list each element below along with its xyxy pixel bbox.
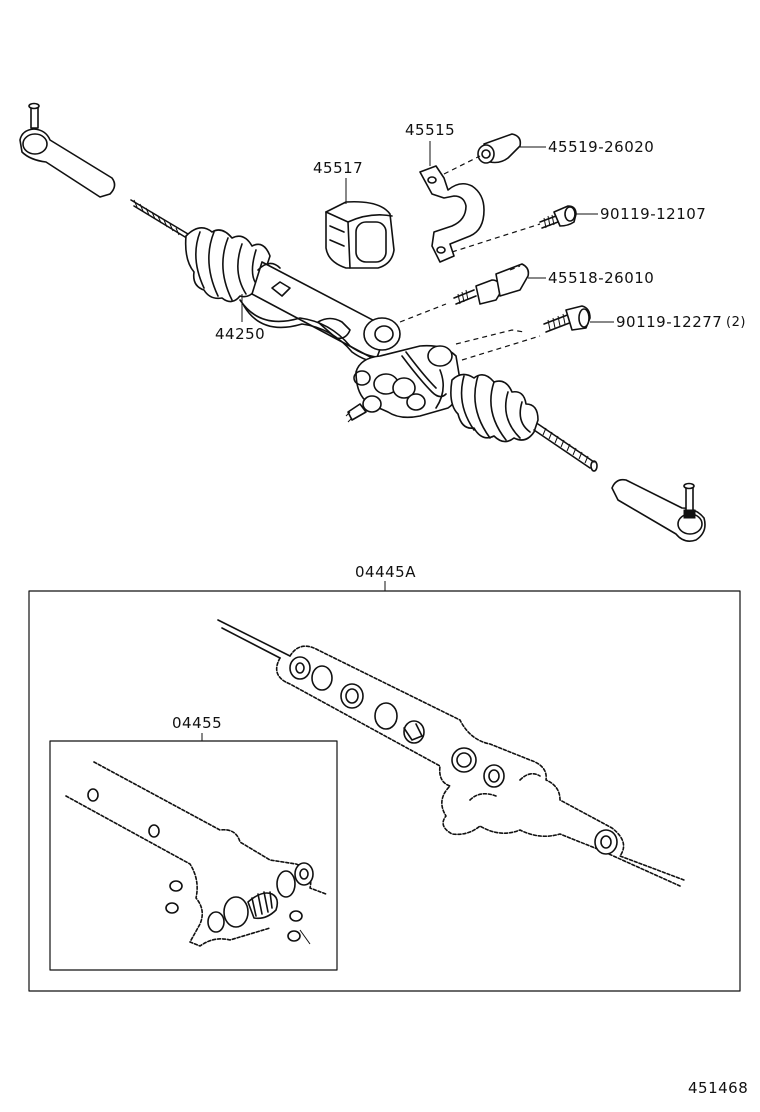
bolt-90119-12107	[539, 205, 577, 229]
seal-kit-outline	[65, 761, 327, 947]
label-90119-12107: 90119-12107	[600, 205, 707, 223]
grommet-45519	[477, 133, 522, 164]
kit-seals	[289, 656, 618, 855]
bracket-45515	[419, 165, 485, 263]
left-tie-rod-end	[19, 102, 116, 198]
bushing-45517	[325, 200, 395, 269]
label-45519-26020: 45519-26020	[548, 138, 655, 156]
label-04445A: 04445A	[355, 563, 416, 581]
label-45517: 45517	[313, 159, 364, 177]
valve-housing	[345, 344, 461, 423]
left-tie-rod	[130, 199, 191, 241]
assembly-lines	[399, 155, 541, 361]
seal-kit-box	[49, 733, 338, 971]
right-tie-rod-end	[611, 478, 706, 542]
grommet-45518	[453, 263, 530, 305]
label-45518-26010: 45518-26010	[548, 269, 655, 287]
leader-lines	[241, 141, 614, 323]
label-90119-12277: 90119-12277	[616, 313, 723, 331]
gasket-kit-box	[28, 581, 741, 992]
label-44250: 44250	[215, 325, 266, 343]
bolt-90119-12277	[543, 305, 591, 333]
right-tie-rod	[533, 423, 598, 472]
kit-housing-outline	[217, 619, 685, 887]
label-qty-2: (2)	[726, 315, 746, 330]
label-45515: 45515	[405, 121, 456, 139]
page-code: 451468	[688, 1079, 749, 1097]
rack-housing	[239, 261, 443, 365]
right-boot	[450, 373, 539, 443]
left-boot	[184, 227, 271, 303]
mount-boss	[363, 317, 401, 351]
label-04455: 04455	[172, 714, 223, 732]
